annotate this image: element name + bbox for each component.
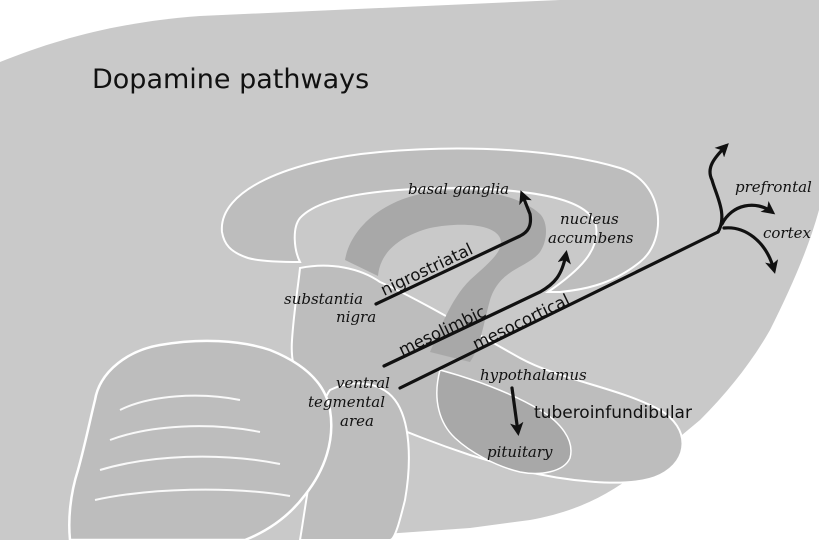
label-pituitary: pituitary: [487, 443, 553, 461]
tuberoinfundibular-line: [510, 386, 524, 436]
hypothalamus-region: [436, 369, 572, 475]
label-cortex: cortex: [763, 224, 812, 242]
prefrontal-branch-mid: [720, 200, 776, 226]
cortex-arc: [220, 147, 660, 293]
prefrontal-branch-low: [722, 226, 779, 274]
label-basal-ganglia: basal ganglia: [408, 180, 509, 198]
mesocortical-line: [398, 230, 720, 390]
label-nigra: nigra: [336, 308, 376, 326]
striatal-tract: [345, 190, 546, 362]
label-tuberoinfundibular: tuberoinfundibular: [534, 403, 692, 423]
cerebellum: [68, 339, 333, 540]
label-substantia: substantia: [284, 290, 363, 308]
label-ventral: ventral: [336, 374, 390, 392]
nigrostriatal-line: [374, 190, 533, 306]
label-prefrontal: prefrontal: [735, 178, 812, 196]
label-accumbens: accumbens: [548, 229, 634, 247]
label-hypothalamus: hypothalamus: [480, 366, 587, 384]
mesolimbic-line: [382, 250, 571, 368]
page-title: Dopamine pathways: [92, 64, 369, 95]
cerebellum-folia: [94, 394, 291, 501]
prefrontal-branch-up: [708, 143, 729, 234]
label-tegmental: tegmental: [308, 393, 385, 411]
label-area: area: [340, 412, 374, 430]
label-nucleus: nucleus: [560, 210, 619, 228]
